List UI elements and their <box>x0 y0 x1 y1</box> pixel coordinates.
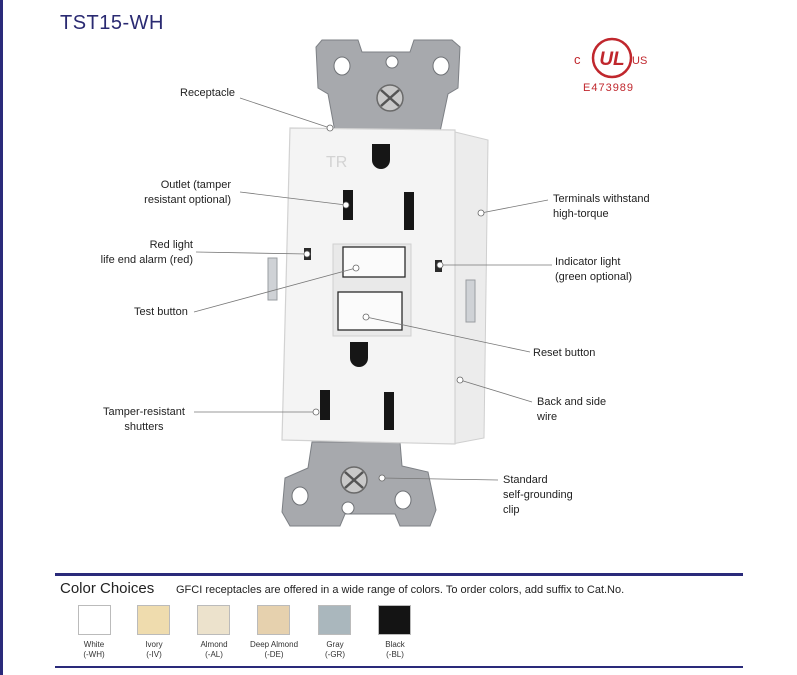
side-terminal-right <box>465 279 476 323</box>
leader-reset-button <box>365 316 531 353</box>
marker-back-side-wire <box>456 376 464 384</box>
leader-terminals <box>480 199 549 214</box>
marker-outlet <box>342 201 350 209</box>
bottom-strap-hole-left <box>291 486 309 506</box>
swatch-deep-almond <box>257 605 290 635</box>
swatch-label-ivory: Ivory(-IV) <box>145 640 163 659</box>
marker-receptacle <box>326 124 334 132</box>
strap-hole-left <box>333 56 351 76</box>
lower-slot-hot <box>384 392 394 430</box>
test-button <box>342 246 406 278</box>
lower-slot-neutral <box>320 390 330 420</box>
marker-terminals <box>477 209 485 217</box>
swatch-label-white: White(-WH) <box>83 640 105 659</box>
callout-indicator-light: Indicator light(green optional) <box>555 256 633 283</box>
ul-mark-right: US <box>632 55 647 67</box>
swatch-label-almond: Almond(-AL) <box>200 640 228 659</box>
swatch-almond <box>197 605 230 635</box>
left-edge-rule <box>0 0 3 675</box>
marker-reset-button <box>362 313 370 321</box>
bottom-strap-hole-right <box>394 490 412 510</box>
color-section-bottom-rule <box>55 666 743 668</box>
swatch-label-deep-almond: Deep Almond(-DE) <box>249 640 299 659</box>
swatch-label-gray: Gray(-GR) <box>325 640 345 659</box>
ul-listed-logo: c UL US <box>574 37 647 79</box>
reset-button <box>337 291 403 331</box>
callout-receptacle: Receptacle <box>180 87 236 99</box>
leader-outlet <box>239 191 347 206</box>
certification-number: E473989 <box>583 82 635 94</box>
leader-test-button <box>193 267 357 313</box>
leader-grounding-clip <box>381 477 499 481</box>
callout-test-button: Test button <box>134 306 188 318</box>
marker-grounding-clip <box>378 474 386 482</box>
swatch-ivory <box>137 605 170 635</box>
ul-mark-left: c <box>574 52 581 67</box>
color-choices-description: GFCI receptacles are offered in a wide r… <box>176 584 625 596</box>
swatch-label-black: Black(-BL) <box>385 640 405 659</box>
marker-red-light <box>303 250 311 258</box>
side-terminal-left <box>267 257 278 301</box>
callout-reset-button: Reset button <box>533 347 596 359</box>
leader-back-side-wire <box>459 379 533 403</box>
upper-slot-hot <box>404 192 414 230</box>
leader-red-light <box>195 251 308 255</box>
marker-tamper-shutters <box>312 408 320 416</box>
color-section-top-rule <box>55 573 743 576</box>
color-choices-heading: Color Choices <box>60 580 155 597</box>
bottom-strap-slot <box>341 501 355 515</box>
ul-mark-center: UL <box>599 49 624 70</box>
leader-receptacle <box>239 97 331 129</box>
swatch-white <box>78 605 111 635</box>
marker-test-button <box>352 264 360 272</box>
page-title: TST15-WH <box>60 12 164 34</box>
strap-hole-right <box>432 56 450 76</box>
strap-slot-center <box>385 55 399 69</box>
svg-text:TR: TR <box>326 154 347 171</box>
marker-indicator <box>436 261 444 269</box>
swatch-black <box>378 605 411 635</box>
upper-ground-hole <box>372 144 390 169</box>
swatch-gray <box>318 605 351 635</box>
lower-ground-hole <box>350 342 368 367</box>
